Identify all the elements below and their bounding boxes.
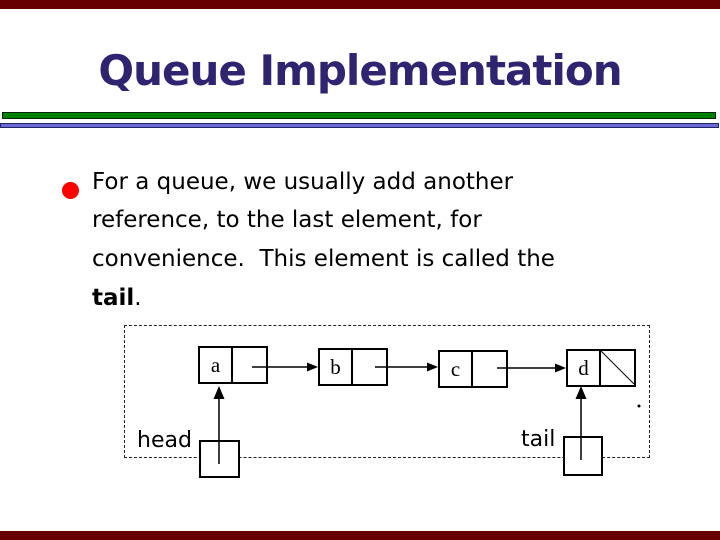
node-b-label: b	[330, 354, 341, 379]
tail-pointer-box	[563, 436, 603, 476]
node-a-data-cell: a	[200, 348, 233, 382]
bullet-text-line-2: reference, to the last element, for	[92, 207, 482, 233]
node-b-next-cell	[353, 350, 386, 384]
node-b: b	[318, 348, 388, 386]
node-d: d	[566, 349, 636, 387]
node-d-data-cell: d	[568, 351, 601, 385]
title-rule-blue	[0, 123, 719, 128]
bullet-text-line-1: For a queue, we usually add another	[92, 169, 514, 195]
bullet-text-line-4: tail.	[92, 284, 142, 312]
node-a-label: a	[210, 352, 221, 377]
top-border-bar	[0, 0, 720, 9]
tail-keyword: tail	[92, 285, 135, 311]
diagram-frame	[124, 325, 650, 458]
tail-period: .	[134, 285, 142, 311]
bullet-text-line-3: convenience. This element is called the	[92, 246, 555, 272]
node-c-next-cell	[473, 352, 506, 386]
node-a: a	[198, 346, 268, 384]
node-d-next-cell	[601, 351, 634, 385]
node-c-label: c	[450, 356, 461, 381]
node-d-label: d	[578, 355, 589, 380]
title-rule-green	[2, 112, 716, 119]
node-c: c	[438, 350, 508, 388]
node-a-next-cell	[233, 348, 266, 382]
tail-label: tail	[521, 427, 556, 452]
bullet-icon	[62, 182, 79, 199]
node-c-data-cell: c	[440, 352, 473, 386]
slide-title: Queue Implementation	[98, 46, 622, 95]
head-pointer-box	[199, 440, 240, 478]
head-label: head	[137, 428, 192, 453]
node-b-data-cell: b	[320, 350, 353, 384]
bottom-border-bar	[0, 531, 720, 540]
